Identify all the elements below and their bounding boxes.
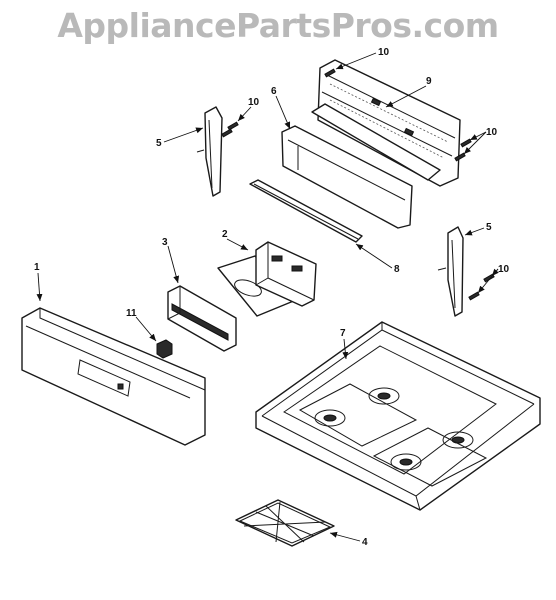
- part-9-rear-bracket: [311, 59, 461, 187]
- part-7-cooktop: [255, 321, 541, 511]
- part-6-backguard-panel: [281, 125, 413, 229]
- callout-11: 11: [126, 308, 137, 319]
- callout-1: 1: [34, 262, 40, 273]
- callout-4: 4: [362, 537, 368, 548]
- callout-8: 8: [394, 264, 400, 275]
- part-1-front-control-panel: [21, 307, 206, 446]
- callout-10-top: 10: [378, 47, 390, 58]
- part-2-electronic-control: [217, 241, 317, 317]
- part-8-trim-strip: [249, 179, 363, 243]
- callout-labels: 1 2 3 4 5 5 6 7 8 9 10 10 10 10 11: [34, 47, 510, 548]
- callout-10-right-upper: 10: [486, 127, 498, 138]
- callout-5-right: 5: [486, 222, 492, 233]
- callout-2: 2: [222, 229, 228, 240]
- callout-3: 3: [162, 237, 168, 248]
- callout-5-left: 5: [156, 138, 162, 149]
- callout-6: 6: [271, 86, 277, 97]
- callout-10-left: 10: [248, 97, 260, 108]
- callout-9: 9: [426, 76, 432, 87]
- callout-7: 7: [340, 328, 346, 339]
- part-11-switch: [156, 339, 173, 359]
- site-watermark: AppliancePartsPros.com: [57, 6, 499, 45]
- callout-10-right-lower: 10: [498, 264, 510, 275]
- part-10-screws: [221, 68, 495, 301]
- part-5-right-side-bracket: [437, 226, 464, 317]
- leader-lines: [36, 52, 499, 542]
- part-5-left-side-bracket: [196, 106, 223, 197]
- part-4-burner-grate: [235, 499, 335, 547]
- part-3-control-window: [167, 285, 237, 352]
